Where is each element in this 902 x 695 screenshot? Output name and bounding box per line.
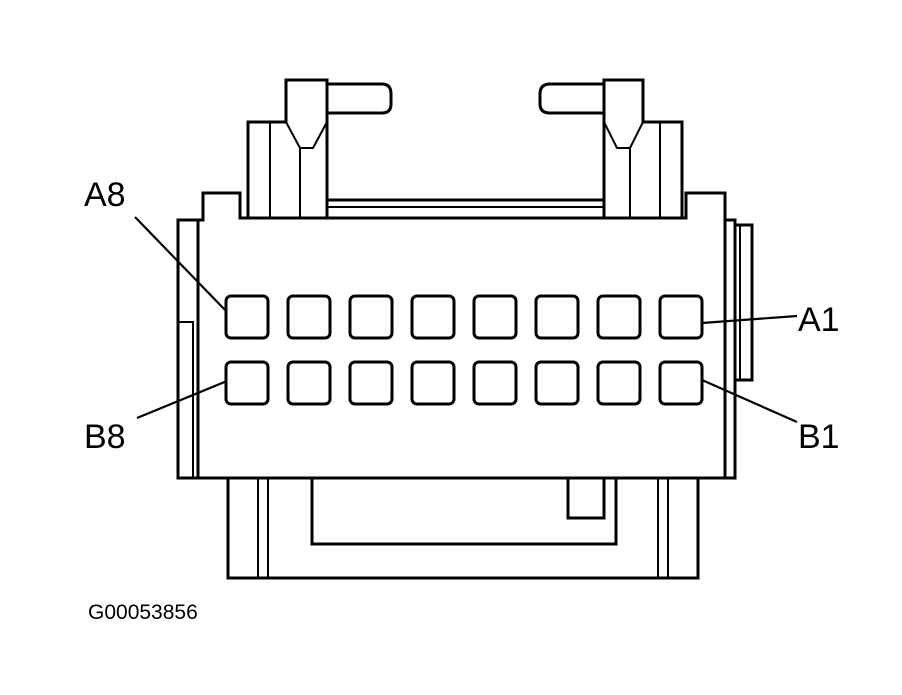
pin-cavity-a4 (472, 294, 518, 340)
label-a1: A1 (798, 301, 840, 339)
pin-cavity-a1 (658, 294, 704, 340)
pin-cavity-b7 (286, 360, 332, 406)
pin-cavity-b2 (596, 360, 642, 406)
pin-cavities (224, 294, 704, 406)
leader-a1 (701, 314, 798, 325)
pin-cavity-a6 (348, 294, 394, 340)
pin-cavity-a3 (534, 294, 580, 340)
pin-cavity-a7 (286, 294, 332, 340)
locking-latch (246, 78, 684, 218)
connector-housing (176, 191, 754, 480)
leader-b1 (701, 378, 798, 424)
leader-a8 (134, 216, 228, 313)
pin-cavity-b8 (224, 360, 270, 406)
pin-cavity-a2 (596, 294, 642, 340)
figure-id: G00053856 (88, 601, 198, 624)
label-a8: A8 (84, 176, 126, 214)
pin-cavity-b6 (348, 360, 394, 406)
label-b8: B8 (84, 418, 126, 456)
pin-cavity-a8 (224, 294, 270, 340)
pin-cavity-b4 (472, 360, 518, 406)
pin-cavity-b1 (658, 360, 704, 406)
pin-cavity-b3 (534, 360, 580, 406)
connector-skirt (226, 478, 700, 580)
pin-cavity-b5 (410, 360, 456, 406)
leader-lines (134, 216, 798, 424)
pin-cavity-a5 (410, 294, 456, 340)
leader-b8 (136, 379, 228, 420)
label-b1: B1 (798, 418, 840, 456)
